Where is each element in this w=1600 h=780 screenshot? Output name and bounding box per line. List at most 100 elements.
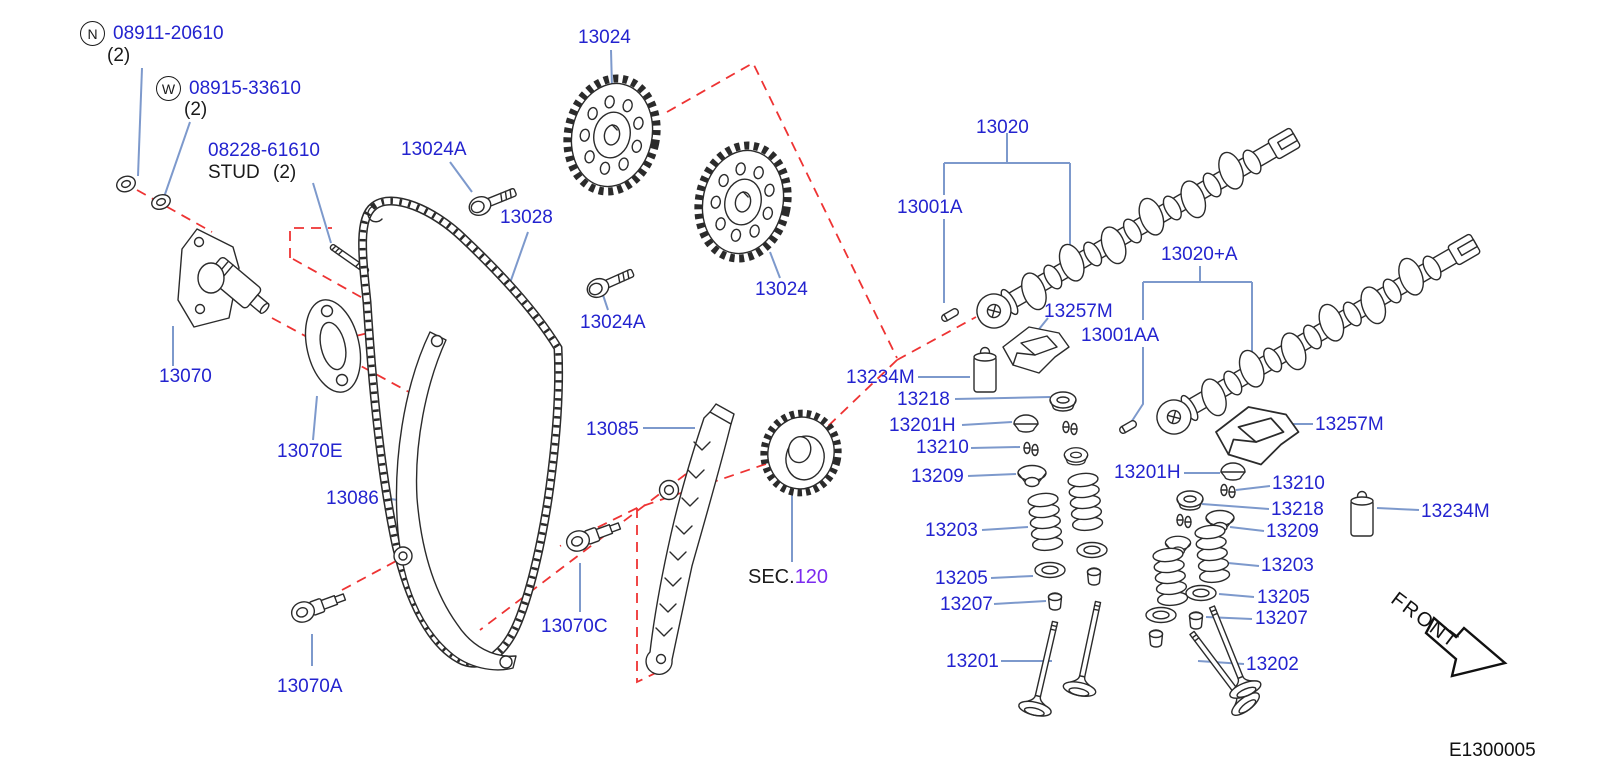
part-label-13257m[interactable]: 13257M [1315,414,1384,436]
part-label-13210[interactable]: 13210 [1272,473,1325,495]
part-number-text: STUD [208,162,260,183]
part-label-13207[interactable]: 13207 [940,594,993,616]
part-number-text: 13203 [925,520,978,541]
section-ref-120[interactable]: SEC.120 [748,566,828,589]
front-arrow-icon [1424,616,1508,678]
tensioner-gasket-art [304,299,362,393]
part-label-13020-a[interactable]: 13020+A [1161,244,1238,266]
part-number-text: 08228-61610 [208,140,320,161]
part-number-text: 13020+A [1161,244,1238,265]
part-label-13205[interactable]: 13205 [935,568,988,590]
label-brackets [943,133,1253,425]
part-label-13218[interactable]: 13218 [1271,499,1324,521]
part-label-13202[interactable]: 13202 [1246,654,1299,676]
part-label-13201[interactable]: 13201 [946,651,999,673]
valve-lifter-art-2 [1350,490,1374,537]
part-number-text: 13070C [541,616,608,637]
part-number-text: 13202 [1246,654,1299,675]
note-2: (2) [273,162,296,184]
timing-chain-art [358,196,564,668]
part-label-13001aa[interactable]: 13001AA [1081,325,1159,347]
part-number-text: 13024A [580,312,646,333]
section-ref-number[interactable]: 120 [794,566,829,588]
part-label-13234m[interactable]: 13234M [1421,501,1490,523]
part-number-text: (2) [273,162,297,183]
part-label-08228-61610[interactable]: 08228-61610 [208,140,320,162]
part-number-text: 13201H [889,415,956,436]
part-label-13085[interactable]: 13085 [586,419,639,441]
part-number-text: 13070A [277,676,343,697]
part-label-13209[interactable]: 13209 [1266,521,1319,543]
part-number-text: (2) [184,99,208,120]
part-label-13257m[interactable]: 13257M [1044,301,1113,323]
part-number-text: 13086 [326,488,379,509]
part-number-text: 13234M [846,367,915,388]
part-label-13218[interactable]: 13218 [897,389,950,411]
part-number-text: (2) [107,45,131,66]
part-label-13203[interactable]: 13203 [1261,555,1314,577]
part-label-13210[interactable]: 13210 [916,437,969,459]
part-label-08911-20610[interactable]: N 08911-20610 [80,21,224,46]
part-label-13201h[interactable]: 13201H [889,415,956,437]
part-number-text: 13210 [1272,473,1325,494]
part-number-text: 13085 [586,419,639,440]
part-label-13234m[interactable]: 13234M [846,367,915,389]
section-ref-prefix: SEC. [748,566,795,588]
camshaft-art-1 [966,115,1308,341]
part-label-13020[interactable]: 13020 [976,117,1029,139]
part-label-13001a[interactable]: 13001A [897,197,963,219]
part-label-13028[interactable]: 13028 [500,207,553,229]
part-label-13205[interactable]: 13205 [1257,587,1310,609]
part-number-text: 13020 [976,117,1029,138]
part-label-13024a[interactable]: 13024A [580,312,646,334]
part-number-text: 13205 [935,568,988,589]
part-number-text: 13024A [401,139,467,160]
part-label-13203[interactable]: 13203 [925,520,978,542]
diagram-code: E1300005 [1449,740,1536,761]
part-label-13024[interactable]: 13024 [755,279,808,301]
note-stud: STUD [208,162,260,184]
part-label-13070c[interactable]: 13070C [541,616,608,638]
part-label-13024a[interactable]: 13024A [401,139,467,161]
part-number-text: 13070 [159,366,212,387]
part-number-text: 13001A [897,197,963,218]
part-label-13070a[interactable]: 13070A [277,676,343,698]
hex-bolt-art-2 [583,263,638,302]
part-label-13070[interactable]: 13070 [159,366,212,388]
part-number-text: 13218 [897,389,950,410]
part-number-text: 13209 [911,466,964,487]
part-label-13201h[interactable]: 13201H [1114,462,1181,484]
part-number-text: 13070E [277,441,343,462]
rocker-guide-art-2 [1215,406,1300,466]
shoulder-bolt-art-13070c [563,515,624,556]
badge-n-icon: N [80,21,105,46]
part-label-13207[interactable]: 13207 [1255,608,1308,630]
shoulder-bolt-art-13070a [288,586,349,627]
part-label-13086[interactable]: 13086 [326,488,379,510]
part-number-text: 13201 [946,651,999,672]
note-2: (2) [184,99,207,121]
part-number-text: 13028 [500,207,553,228]
dowel-pin-art-1 [939,306,961,324]
part-label-13024[interactable]: 13024 [578,27,631,49]
rocker-guide-art-1 [1002,326,1070,374]
leader-lines [137,49,1420,666]
badge-w-icon: W [156,76,181,101]
valve-lifter-art-1 [973,346,997,393]
chain-tensioner-art [177,228,270,328]
chain-guide-13086-art [393,331,517,671]
valve-train-parts-left [1013,391,1115,720]
cam-sprocket-art-2 [688,137,798,267]
dowel-pin-art-2 [1117,418,1139,436]
part-number-text: 13205 [1257,587,1310,608]
part-number-text: 13207 [940,594,993,615]
part-number-text: 08911-20610 [113,22,224,44]
cam-sprocket-art-1 [557,70,667,200]
part-label-13209[interactable]: 13209 [911,466,964,488]
part-number-text: 13203 [1261,555,1314,576]
part-label-13070e[interactable]: 13070E [277,441,343,463]
part-number-text: 13257M [1044,301,1113,322]
